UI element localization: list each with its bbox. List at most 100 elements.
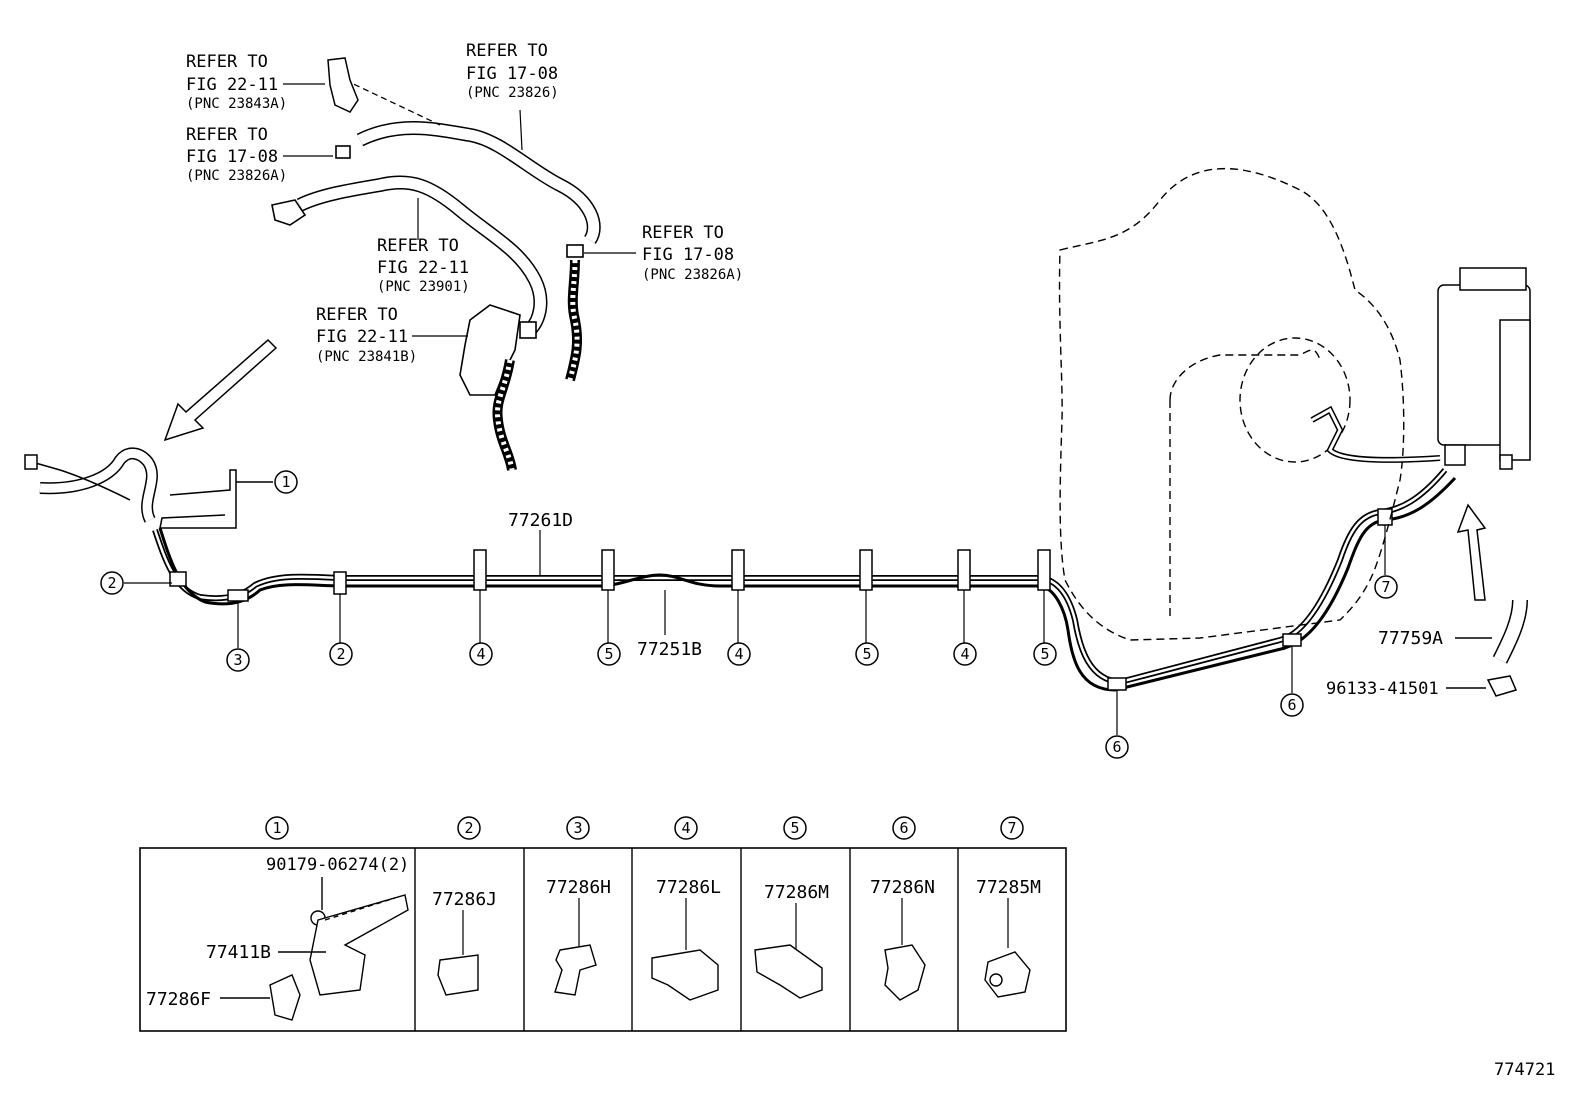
hose-77759a (1446, 599, 1528, 697)
table-header-3: 3 (566, 816, 590, 840)
callout-2: 2 (329, 642, 353, 666)
label-96133-41501: 96133-41501 (1326, 679, 1439, 699)
ref-23841b-line1: REFER TO (316, 305, 398, 325)
cell2-clamp-drawing (437, 954, 479, 996)
clamp-5c (1037, 549, 1051, 591)
svg-text:6: 6 (1287, 696, 1296, 714)
reference-leaders (283, 83, 636, 337)
ref-23901-line1: REFER TO (377, 236, 459, 256)
svg-text:2: 2 (107, 574, 116, 592)
callout-7: 7 (1374, 575, 1398, 599)
svg-text:6: 6 (1112, 738, 1121, 756)
ref-23901-line2: FIG 22-11 (377, 258, 469, 278)
charcoal-canister (1310, 267, 1531, 470)
svg-text:5: 5 (790, 819, 799, 837)
svg-text:4: 4 (960, 645, 969, 663)
table-header-1: 1 (265, 816, 289, 840)
svg-text:4: 4 (681, 819, 690, 837)
cell5-part-77286m: 77286M (764, 882, 829, 903)
cell6-clamp-drawing (884, 944, 926, 1001)
svg-text:4: 4 (734, 645, 743, 663)
callout-circles: 1 2 3 2 4 5 4 5 4 5 6 6 7 (100, 470, 1398, 759)
label-77261d: 77261D (508, 510, 573, 531)
ref-23826a-right-line1: REFER TO (642, 223, 724, 243)
callout-4a: 4 (469, 642, 493, 666)
table-header-5: 5 (783, 816, 807, 840)
view-arrow-left (163, 338, 278, 442)
callout-5a: 5 (597, 642, 621, 666)
callout-2-left: 2 (100, 571, 124, 595)
ref-23826-line1: REFER TO (466, 41, 548, 61)
ref-23826-line3: (PNC 23826) (466, 85, 559, 101)
svg-text:1: 1 (281, 473, 290, 491)
callout-5c: 5 (1033, 642, 1057, 666)
cell2-part-77286j: 77286J (432, 889, 497, 910)
ref-23826a-left-line1: REFER TO (186, 125, 268, 145)
svg-text:2: 2 (464, 819, 473, 837)
svg-text:7: 7 (1007, 819, 1016, 837)
cell5-clamp-drawing (754, 944, 823, 999)
ref-23841b-line3: (PNC 23841B) (316, 349, 417, 365)
clamp-4a (473, 549, 487, 591)
ref-23826a-left-line2: FIG 17-08 (186, 147, 278, 167)
svg-text:5: 5 (604, 645, 613, 663)
clamp-5b (859, 549, 873, 591)
cell1-bracket-drawing (220, 877, 409, 1021)
clamp-6a (1107, 677, 1127, 691)
label-77759a: 77759A (1378, 628, 1443, 649)
table-header-6: 6 (892, 816, 916, 840)
callout-1: 1 (274, 470, 298, 494)
cell4-clamp-drawing (651, 949, 719, 1001)
parts-table: 1 2 3 4 5 6 7 90179-06274(2) 77411B 7728… (139, 816, 1067, 1032)
fuel-tank-outline (1058, 168, 1405, 641)
svg-text:5: 5 (862, 645, 871, 663)
cell6-part-77286n: 77286N (870, 877, 935, 898)
cell1-part-77411b: 77411B (206, 942, 271, 963)
table-header-4: 4 (674, 816, 698, 840)
figure-id: 774721 (1494, 1060, 1555, 1080)
svg-text:5: 5 (1040, 645, 1049, 663)
ref-23826-line2: FIG 17-08 (466, 64, 558, 84)
svg-text:6: 6 (899, 819, 908, 837)
ref-23826a-right-line3: (PNC 23826A) (642, 267, 743, 283)
callout-leaders (124, 525, 1386, 735)
cell7-clip-drawing (984, 951, 1031, 998)
cell1-part-90179: 90179-06274(2) (266, 855, 409, 875)
svg-text:1: 1 (272, 819, 281, 837)
callout-6a: 6 (1105, 735, 1129, 759)
main-line-clamps (169, 508, 1393, 691)
clamp-5a (601, 549, 615, 591)
ref-23841b-line2: FIG 22-11 (316, 327, 408, 347)
ref-23843a-line2: FIG 22-11 (186, 75, 278, 95)
callout-6b: 6 (1280, 693, 1304, 717)
clamp-4b (731, 549, 745, 591)
svg-text:2: 2 (336, 645, 345, 663)
label-77251b: 77251B (637, 639, 702, 660)
cell7-part-77285m: 77285M (976, 877, 1041, 898)
ref-23901-line3: (PNC 23901) (377, 279, 470, 295)
callout-5b: 5 (855, 642, 879, 666)
cell3-part-77286h: 77286H (546, 877, 611, 898)
ref-23826a-left-line3: (PNC 23826A) (186, 168, 287, 184)
view-arrow-right (1456, 503, 1487, 601)
cell3-clamp-drawing (554, 944, 597, 996)
clamp-2a (169, 571, 187, 587)
upper-hose-group (271, 57, 601, 471)
reference-labels: REFER TO FIG 22-11 (PNC 23843A) REFER TO… (186, 41, 743, 365)
cell1-part-77286f: 77286F (146, 989, 211, 1010)
svg-text:3: 3 (233, 651, 242, 669)
ref-23843a-line3: (PNC 23843A) (186, 96, 287, 112)
svg-text:3: 3 (573, 819, 582, 837)
svg-text:4: 4 (476, 645, 485, 663)
callout-4c: 4 (953, 642, 977, 666)
callout-3: 3 (226, 648, 250, 672)
cell4-part-77286l: 77286L (656, 877, 721, 898)
table-header-7: 7 (1000, 816, 1024, 840)
clamp-2b (333, 571, 347, 595)
table-header-2: 2 (457, 816, 481, 840)
ref-23826a-right-line2: FIG 17-08 (642, 245, 734, 265)
svg-text:7: 7 (1381, 578, 1390, 596)
clamp-4c (957, 549, 971, 591)
